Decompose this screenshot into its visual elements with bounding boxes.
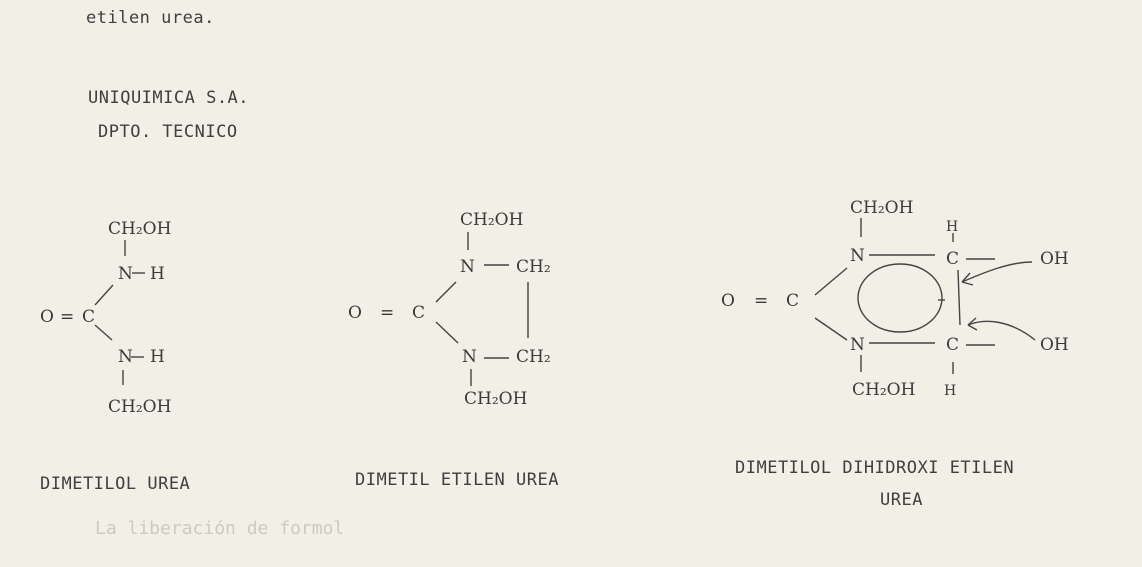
m3-oh-top: OH bbox=[1040, 249, 1069, 269]
m1-oxygen: O bbox=[40, 307, 54, 327]
m3-c-bottom: C bbox=[946, 335, 959, 355]
m3-double-bond: = bbox=[754, 291, 768, 311]
m2-ch2-bottom: CH₂ bbox=[516, 347, 551, 367]
m3-ch2oh-top: CH₂OH bbox=[850, 198, 913, 218]
caption-dimetilol-dihidroxi-line2: UREA bbox=[880, 490, 923, 510]
m1-carbon: C bbox=[82, 307, 95, 327]
m3-oh-bottom: OH bbox=[1040, 335, 1069, 355]
m2-ch2oh-bottom: CH₂OH bbox=[464, 389, 527, 409]
m3-ch2oh-bottom: CH₂OH bbox=[852, 380, 915, 400]
m3-c-top: C bbox=[946, 249, 959, 269]
m1-h-top: H bbox=[150, 264, 165, 284]
caption-dimetil-etilen-urea: DIMETIL ETILEN UREA bbox=[355, 470, 559, 490]
m3-oxygen: O bbox=[721, 291, 735, 311]
m2-ch2oh-top: CH₂OH bbox=[460, 210, 523, 230]
m2-oxygen: O bbox=[348, 303, 362, 323]
m2-ch2-top: CH₂ bbox=[516, 257, 551, 277]
m3-h-bottom: H bbox=[944, 383, 956, 399]
m2-double-bond: = bbox=[380, 303, 394, 323]
m2-n-top: N bbox=[460, 257, 475, 277]
caption-dimetilol-dihidroxi-line1: DIMETILOL DIHIDROXI ETILEN bbox=[735, 458, 1015, 478]
company-name: UNIQUIMICA S.A. bbox=[88, 88, 250, 108]
m1-n-top: N bbox=[118, 264, 133, 284]
m3-h-top: H bbox=[946, 219, 958, 235]
intro-text: etilen urea. bbox=[86, 8, 215, 28]
m3-n-top: N bbox=[850, 246, 865, 266]
m3-n-bottom: N bbox=[850, 335, 865, 355]
bleed-through-text: La liberación de formol bbox=[95, 518, 345, 539]
department-name: DPTO. TECNICO bbox=[98, 122, 238, 142]
m1-h-bottom: H bbox=[150, 347, 165, 367]
m2-carbon: C bbox=[412, 303, 425, 323]
m2-n-bottom: N bbox=[462, 347, 477, 367]
caption-dimetilol-urea: DIMETILOL UREA bbox=[40, 474, 191, 494]
m1-ch2oh-bottom: CH₂OH bbox=[108, 397, 171, 417]
m1-n-bottom: N bbox=[118, 347, 133, 367]
m3-carbon: C bbox=[786, 291, 799, 311]
m1-double-bond: = bbox=[60, 307, 74, 327]
m1-ch2oh-top: CH₂OH bbox=[108, 219, 171, 239]
